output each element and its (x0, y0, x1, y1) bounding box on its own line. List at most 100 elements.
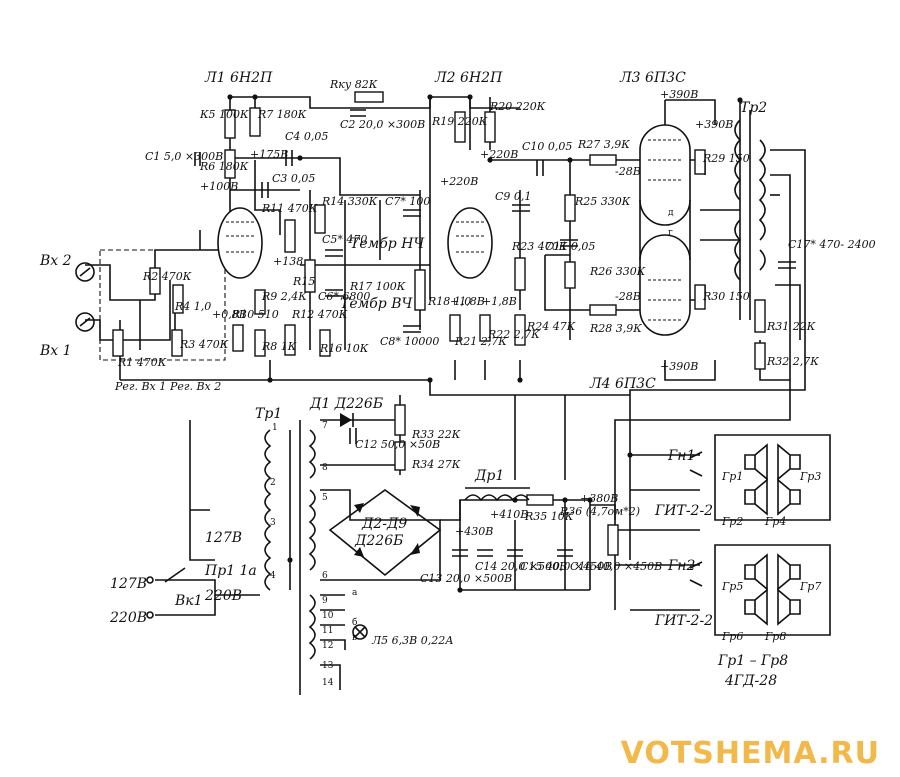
label-v410: +410В (490, 508, 528, 521)
label-v390a: +390В (660, 88, 698, 101)
label-v138: +138 (273, 255, 303, 268)
pin-tr1-9: 9 (322, 596, 328, 606)
site-watermark: VOTSHEMA.RU (620, 736, 880, 771)
label-v08: +0,8В (212, 308, 247, 321)
resistor-bodies (112, 91, 766, 556)
label-r16: R16 10К (319, 342, 369, 355)
label-gr2: Гр2 (721, 515, 743, 528)
tube-labels: Л1 6Н2П Л2 6Н2П Л3 6П3С Л4 6П3С Л5 6,3В … (204, 70, 686, 647)
label-gr4: Гр4 (764, 515, 786, 528)
label-c2: С2 20,0 ×300В (340, 118, 425, 131)
label-r22: R22 2,7К (487, 328, 540, 341)
label-l5: Л5 6,3В 0,22А (371, 634, 454, 647)
label-r15: R15 (292, 275, 315, 288)
pin-output-g: г (668, 228, 673, 238)
control-labels: Тембр НЧ Тембр ВЧ (340, 236, 425, 312)
label-mains-220: 220В (109, 610, 147, 626)
label-reg2: Рег. Вх 2 (169, 380, 221, 393)
pilot-lamp (352, 624, 368, 640)
label-bridge-type: Д226Б (354, 533, 403, 549)
label-r10: R10 510 (231, 308, 279, 321)
label-vx2: Вх 2 (39, 253, 72, 269)
jack-symbols (689, 451, 703, 587)
label-c3: С3 0,05 (272, 172, 315, 185)
label-r30: R30 150 (702, 290, 750, 303)
label-gn1: Гн1 (667, 448, 695, 464)
label-gr8: Гр8 (764, 630, 786, 643)
label-v390b: +390В (695, 118, 733, 131)
label-r7: R7 180К (257, 108, 307, 121)
label-treble: Тембр ВЧ (340, 296, 413, 312)
label-r29: R29 150 (702, 152, 750, 165)
label-r4: R4 1,0 (174, 300, 211, 313)
label-r31: R31 22К (766, 320, 816, 333)
tube-l1 (217, 207, 263, 279)
label-c12: С12 50,0 ×50В (355, 438, 440, 451)
label-l4: Л4 6П3С (589, 376, 656, 392)
label-d1: Д1 Д226Б (309, 396, 383, 412)
speaker-group-1 (744, 443, 801, 516)
label-fuse: Пр1 1а (204, 563, 257, 579)
label-r24: R24 47К (526, 320, 576, 333)
label-r19: R19 220К (431, 115, 488, 128)
speaker-labels: Гн1 Гн2 ГИТ-2-2 ГИТ-2-2 Гр1 Гр2 Гр3 Гр4 … (654, 448, 821, 689)
label-c15: С15 40,0 ×450В (520, 560, 612, 573)
label-r11: R11 470К (261, 202, 318, 215)
label-r2: R2 470К (142, 270, 192, 283)
label-v18b: +1,8В (482, 295, 517, 308)
label-v220a: +220В (440, 175, 478, 188)
label-v380: +380В (580, 492, 618, 505)
label-r35: R35 10К (524, 510, 574, 523)
transformer-tr1 (264, 420, 316, 695)
label-speaker-range: Гр1 – Гр8 (717, 653, 788, 669)
pin-heater-v: в (352, 633, 357, 643)
label-r34: R34 27К (411, 458, 461, 471)
label-r36: R36 (4,7ом*2) (559, 505, 640, 518)
label-r14: R14 330К (321, 195, 378, 208)
label-r17: R17 100К (349, 280, 406, 293)
label-c4: С4 0,05 (285, 130, 328, 143)
pin-tr1-13: 13 (322, 661, 334, 671)
label-r6: R6 180К (199, 160, 249, 173)
label-gr6: Гр6 (721, 630, 743, 643)
input-jack-vx1 (75, 312, 95, 332)
label-r27: R27 3,9К (577, 138, 630, 151)
label-v28b: -28В (615, 290, 641, 303)
input-jack-vx2 (75, 262, 95, 282)
pin-tr1-12: 12 (322, 641, 333, 651)
label-r21: R21 2,7К (454, 335, 507, 348)
label-c13: С13 20,0 ×500В (420, 572, 512, 585)
pin-output-d: д (668, 208, 674, 218)
resistor-labels: R1 470К R2 470К R3 470К R4 1,0 К5 100К R… (117, 78, 819, 523)
label-switch: Вк1 (174, 593, 203, 609)
label-c7: С7* 100 (385, 195, 430, 208)
label-r5: К5 100К (199, 108, 249, 121)
pin-tr1-8: 8 (322, 463, 328, 473)
tube-coupling-lines (639, 200, 691, 260)
diode-labels: Д1 Д226Б Д2-Д9 Д226Б (309, 396, 407, 549)
label-fuse-voltage: 220В (204, 588, 242, 604)
label-v390c: +390В (660, 360, 698, 373)
label-r28: R28 3,9К (589, 322, 642, 335)
label-r26: R26 330К (589, 265, 646, 278)
label-rku: Rку 82К (329, 78, 378, 91)
label-dr1: Др1 (474, 468, 504, 484)
label-tr2: Тр2 (740, 100, 767, 116)
tube-l2 (447, 207, 493, 279)
pin-tr1-14: 14 (322, 678, 334, 688)
label-v430: +430В (455, 525, 493, 538)
label-tap-127: 127В (205, 530, 242, 546)
label-r32: R32 2,7К (766, 355, 819, 368)
wiring (85, 96, 831, 690)
label-v220b: +220В (480, 148, 518, 161)
label-l2: Л2 6Н2П (434, 70, 503, 86)
speaker-group-2 (744, 553, 801, 626)
bridge-rectifier (328, 489, 442, 577)
label-v100: +100В (200, 180, 238, 193)
label-r25: R25 330К (574, 195, 631, 208)
label-c5: С5* 470 (322, 233, 367, 246)
label-c10: С10 0,05 (522, 140, 572, 153)
diode-d1 (340, 413, 354, 427)
pin-tr1-6: 6 (322, 571, 328, 581)
tube-l4 (639, 234, 691, 336)
